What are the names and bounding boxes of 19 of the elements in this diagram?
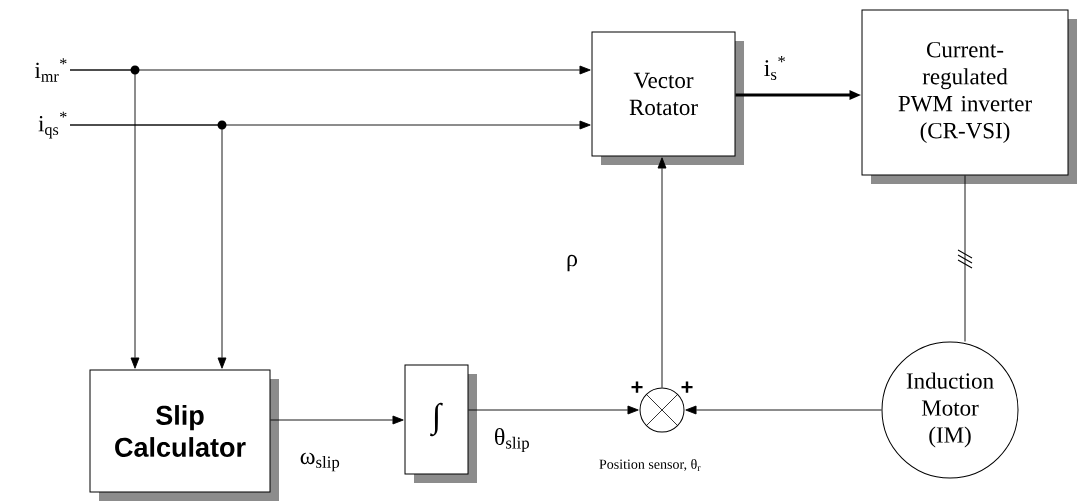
- arrow: [270, 415, 404, 425]
- edge-label: i$_{s}$*: [764, 56, 785, 80]
- sign-label: +: [681, 381, 693, 393]
- arrow: [69, 124, 227, 369]
- process-box: Vector Rotator: [591, 31, 744, 165]
- edge-label: ρ: [567, 254, 577, 272]
- edge-label: ω$_{slip}$: [300, 452, 340, 472]
- arrow: [69, 69, 140, 369]
- signal-label: i$_{qs}$*: [38, 111, 67, 139]
- integrator-box: ∫: [404, 364, 477, 483]
- arrow: [468, 405, 639, 415]
- process-box: Slip Calculator: [89, 369, 279, 501]
- edge-label: Position sensor, θ$_{r}$: [599, 459, 701, 471]
- arrow: [657, 157, 667, 388]
- arrow: [685, 405, 882, 415]
- edge-label: θ$_{slip}$: [495, 427, 529, 453]
- process-box: Current-regulated PWM inverter (CR-VSI): [861, 9, 1077, 184]
- signal-label: i$_{mr}$*: [34, 58, 67, 82]
- sign-label: +: [631, 381, 643, 393]
